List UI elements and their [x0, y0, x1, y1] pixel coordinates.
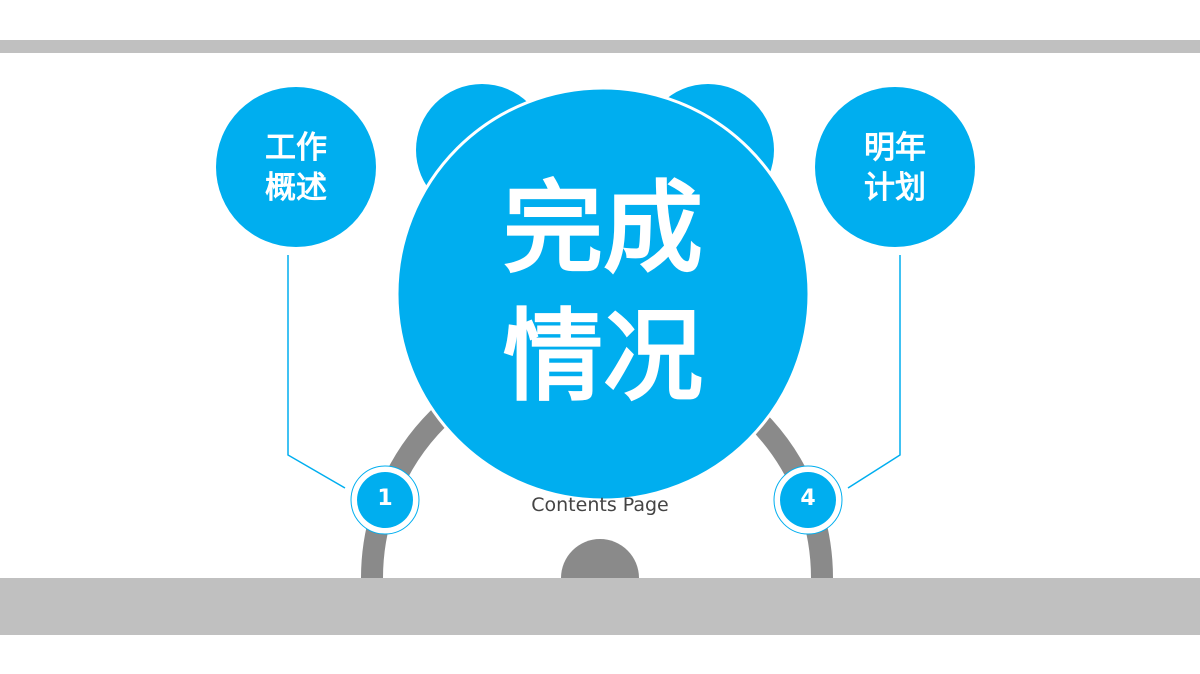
circle-item-4: [815, 87, 975, 247]
item-1-title: 工作 概述: [216, 128, 376, 208]
item-4-line1: 明年: [864, 130, 926, 166]
bottom-bar: [0, 578, 1200, 635]
item-1-line2: 概述: [265, 170, 327, 206]
number-4: 4: [800, 486, 816, 511]
main-circle: [395, 86, 811, 502]
circle-item-1: [216, 87, 376, 247]
item-4-line2: 计划: [864, 170, 926, 206]
main-title-line1: 完成: [503, 170, 703, 287]
connector-line-4: [847, 255, 901, 489]
top-bar: [0, 40, 1200, 53]
number-1: 1: [377, 486, 393, 511]
number-badge-4: [780, 472, 836, 528]
subtitle: Contents Page: [531, 494, 669, 516]
connector-line-1: [287, 255, 346, 489]
item-1-line1: 工作: [265, 130, 327, 166]
number-badge-1: [357, 472, 413, 528]
main-title: 完成 情况: [400, 165, 806, 421]
main-title-line2: 情况: [503, 298, 703, 415]
item-4-title: 明年 计划: [815, 128, 975, 208]
gray-semicircle: [561, 539, 639, 578]
